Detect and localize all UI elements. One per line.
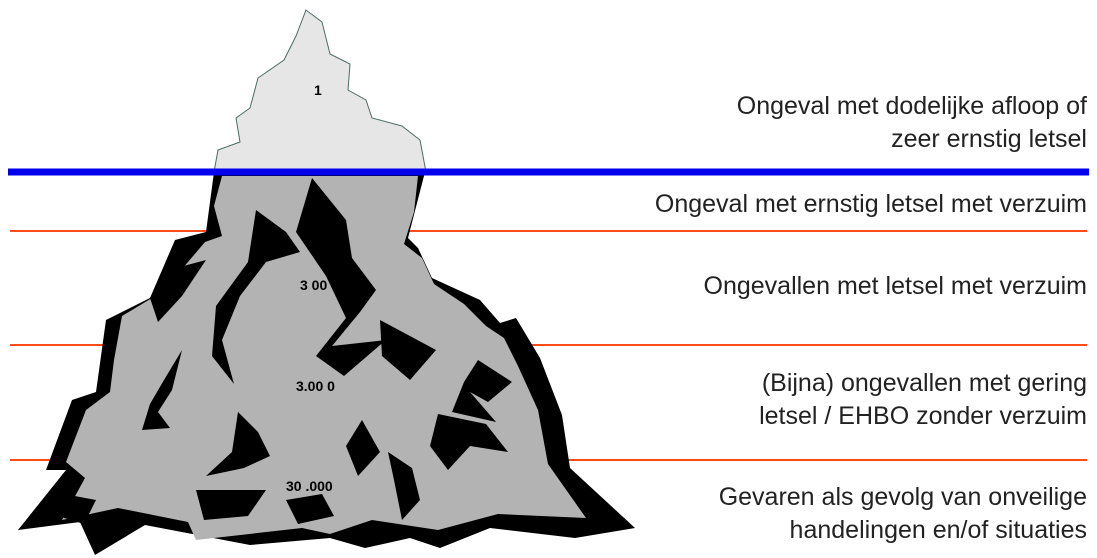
crevice-shape — [380, 320, 436, 380]
crevice-shape — [430, 414, 508, 470]
crevice-shape — [388, 452, 420, 520]
crevice-shape — [452, 360, 512, 422]
crevice-shape — [346, 420, 380, 476]
level-count: 30 — [309, 190, 325, 206]
crevice-shape — [206, 412, 270, 476]
crevice-shape — [212, 210, 300, 384]
level-count: 3 00 — [300, 277, 327, 293]
crevice-shape — [58, 494, 96, 524]
crevice-shape — [142, 350, 182, 430]
crevice-shape — [196, 490, 266, 520]
level-description-line: Gevaren als gevolg van onveilige — [718, 483, 1087, 511]
level-description: (Bijna) ongevallen met gering letsel / E… — [759, 367, 1087, 433]
level-description-line: letsel / EHBO zonder verzuim — [759, 402, 1087, 430]
level-count: 30 .000 — [286, 478, 333, 494]
level-description: Ongeval met ernstig letsel met verzuim — [655, 188, 1087, 221]
level-description-line: zeer ernstig letsel — [891, 125, 1087, 153]
level-description: Gevaren als gevolg van onveilige handeli… — [719, 481, 1087, 547]
level-description-line: handelingen en/of situaties — [789, 516, 1087, 544]
level-description-line: Ongevallen met letsel met verzuim — [703, 272, 1087, 300]
level-count: 1 — [314, 82, 322, 98]
crevice-shape — [150, 260, 206, 322]
level-description-line: Ongeval met dodelijke afloop of — [736, 92, 1087, 120]
level-description: Ongeval met dodelijke afloop of zeer ern… — [737, 90, 1087, 156]
crevice-shape — [286, 494, 334, 524]
level-description-line: Ongeval met ernstig letsel met verzuim — [654, 190, 1087, 218]
level-description: Ongevallen met letsel met verzuim — [704, 270, 1087, 303]
level-count: 3.00 0 — [296, 378, 335, 394]
iceberg-tip — [213, 9, 427, 173]
level-description-line: (Bijna) ongevallen met gering — [761, 369, 1087, 397]
crevice-shape — [296, 178, 386, 376]
